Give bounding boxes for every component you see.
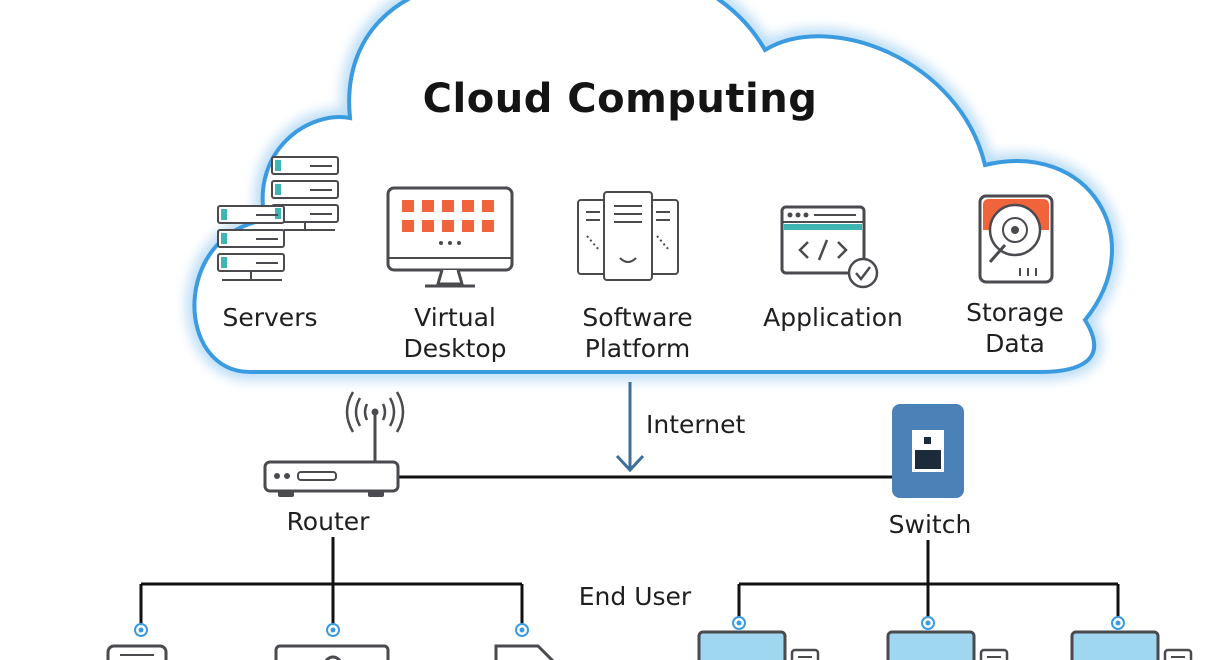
document-icon [494,644,555,660]
internet-label: Internet [646,410,746,439]
switch-label: Switch [888,510,972,539]
desktop-computer-icon [886,630,1009,660]
router-icon [263,391,405,497]
storage-data-icon [978,194,1054,284]
phone-icon [106,644,168,660]
end-user-label: End User [578,582,692,611]
service-label-application: Application [763,303,903,332]
service-label-servers: Servers [222,303,318,332]
application-icon [780,205,879,289]
switch-icon [892,404,964,498]
virtual-desktop-icon [386,186,514,288]
router-label: Router [286,507,370,536]
desktop-computer-icon [1070,630,1193,660]
diagram-title: Cloud Computing [422,76,818,122]
servers-icon [217,156,339,281]
service-label-virtual-desktop: Virtual Desktop [403,303,507,363]
connection-nodes [134,616,1125,637]
service-label-storage-data: Storage Data [966,298,1064,358]
service-label-software-platform: Software Platform [582,303,693,363]
internet-arrow [615,382,645,473]
laptop-icon [274,644,390,660]
desktop-computer-icon [697,630,820,660]
software-platform-icon [577,191,679,281]
router-tree-lines [139,537,524,626]
switch-tree-lines [737,540,1120,620]
